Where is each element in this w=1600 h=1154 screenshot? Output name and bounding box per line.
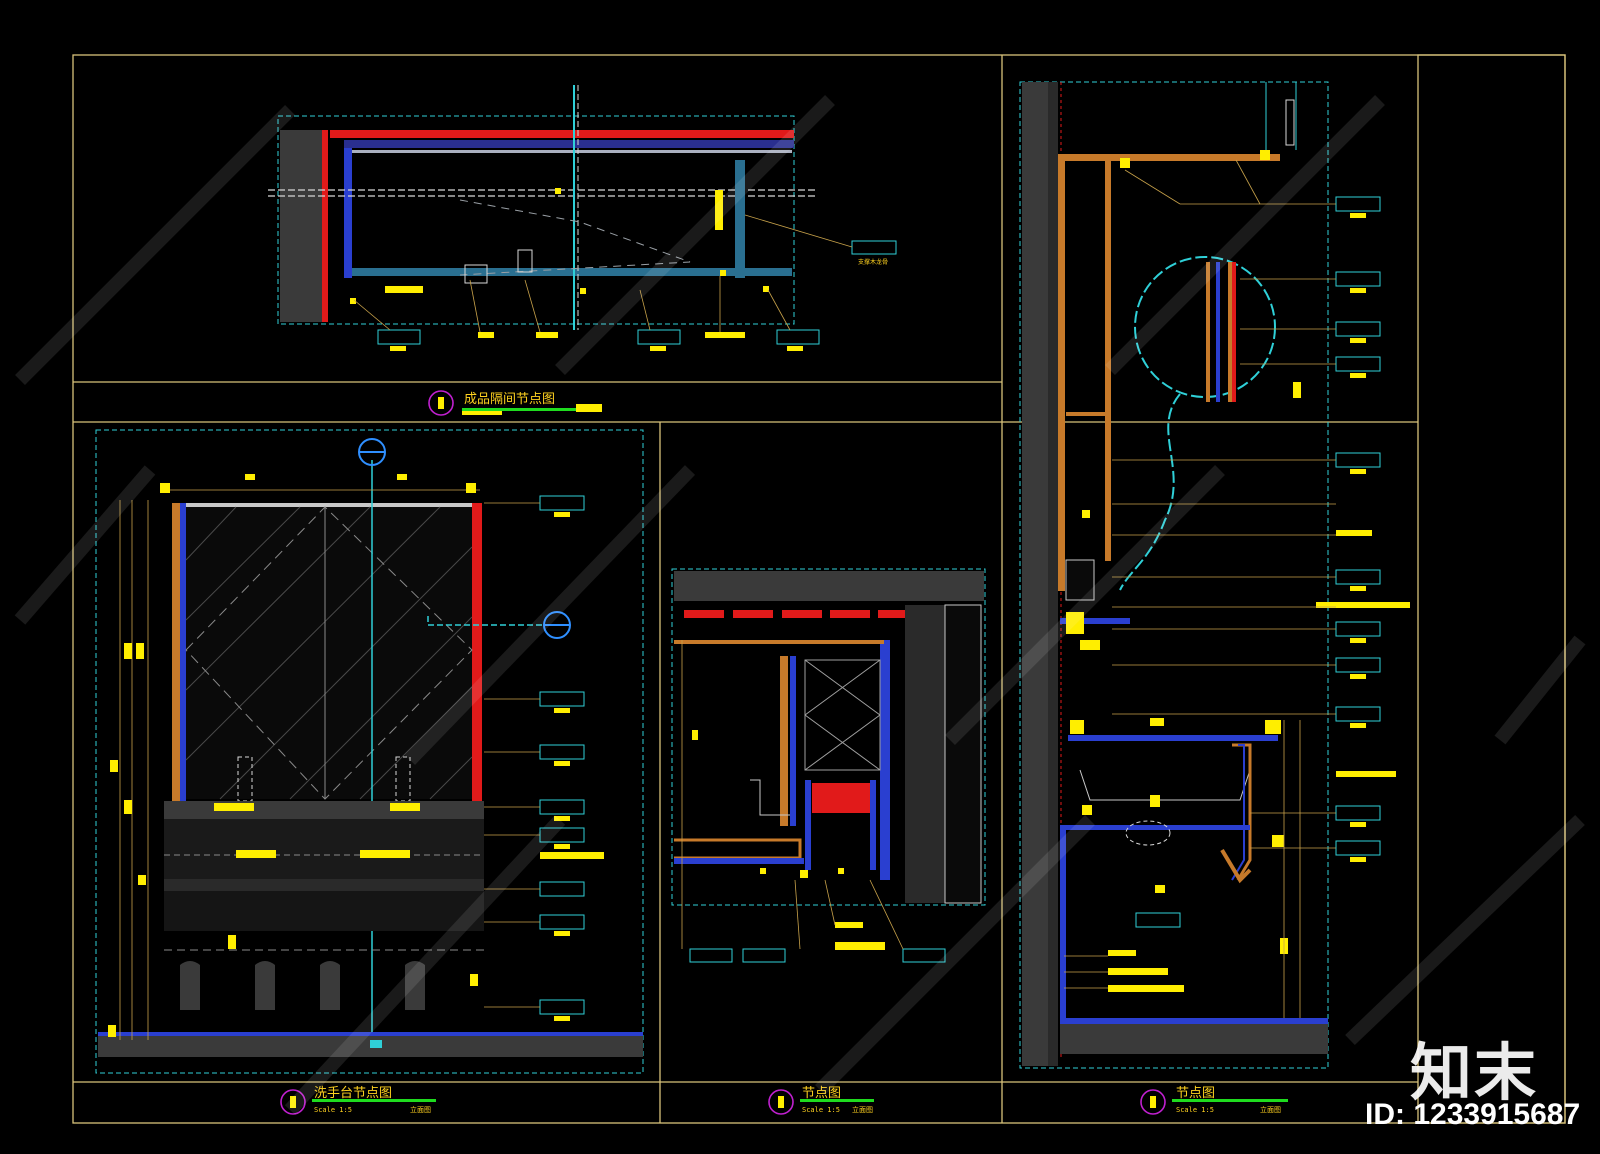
svg-text:支撑木龙骨: 支撑木龙骨 — [858, 258, 888, 266]
wall-hatch — [280, 130, 322, 322]
watermark-overlay — [14, 95, 1586, 1115]
watermark-brand: 知末 — [1410, 1036, 1539, 1109]
detail-callout-circle — [1134, 256, 1276, 398]
right-view-title: 节点图 — [1176, 1086, 1215, 1101]
middle-view-scale: Scale 1:5 — [802, 1106, 840, 1114]
view-top-partition: 支撑木龙骨 — [268, 85, 897, 351]
right-view-note: 立面图 — [1260, 1105, 1281, 1114]
glass-hatch — [185, 506, 473, 800]
middle-view-note: 立面图 — [852, 1105, 873, 1114]
basin-view-title: 洗手台节点图 — [314, 1086, 392, 1101]
right-view-scale: Scale 1:5 — [1176, 1106, 1214, 1114]
basin-view-note: 立面图 — [410, 1105, 431, 1114]
watermark-id: ID: 1233915687 — [1365, 1098, 1581, 1131]
title-block-top: 成品隔间节点图 — [428, 390, 602, 416]
view-middle-detail — [671, 568, 986, 963]
title-block-right: 节点图 Scale 1:5 立面图 — [1140, 1086, 1288, 1115]
title-block-middle: 节点图 Scale 1:5 立面图 — [768, 1086, 874, 1115]
title-block-basin: 洗手台节点图 Scale 1:5 立面图 — [280, 1086, 436, 1115]
sheet-frame — [72, 54, 1566, 1124]
view-right-section — [1019, 81, 1410, 1069]
basin-view-scale: Scale 1:5 — [314, 1106, 352, 1114]
view-basin — [95, 429, 644, 1074]
middle-view-title: 节点图 — [802, 1086, 841, 1101]
top-view-title: 成品隔间节点图 — [464, 392, 555, 407]
